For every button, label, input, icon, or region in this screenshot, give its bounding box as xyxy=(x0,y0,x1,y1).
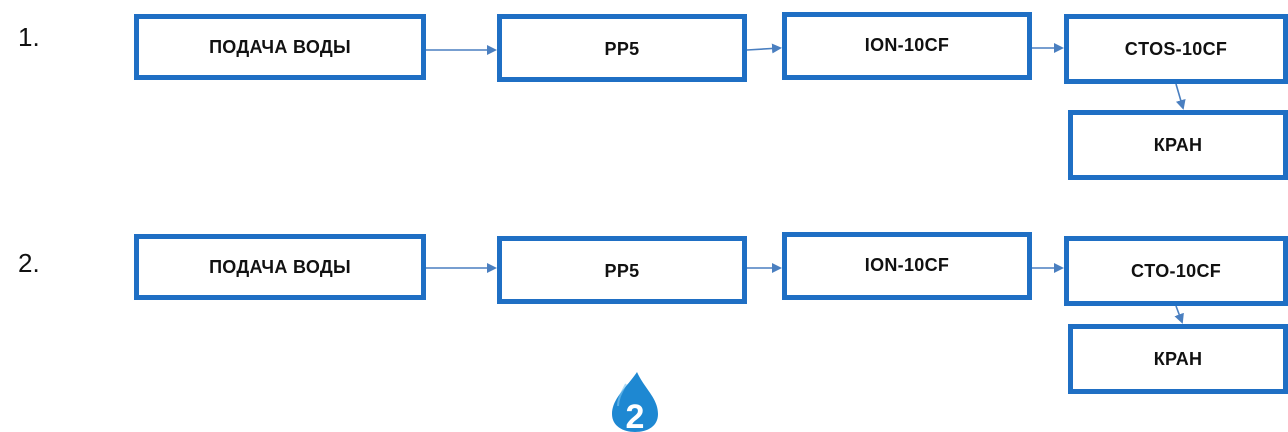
arrow-cto-to-kran-2 xyxy=(1174,305,1184,324)
node-water-supply-2: ПОДАЧА ВОДЫ xyxy=(134,234,426,300)
node-ion-10cf-2: ION-10CF xyxy=(782,232,1032,300)
node-kran-1: КРАН xyxy=(1068,110,1288,180)
node-ion-10cf-1: ION-10CF xyxy=(782,12,1032,80)
node-pp5-2: PP5 xyxy=(497,236,747,304)
node-ctos-10cf-1: CTOS-10CF xyxy=(1064,14,1288,84)
water-drop-icon: 2 xyxy=(612,372,658,432)
row-2-number: 2. xyxy=(18,248,40,278)
arrow-pp5-to-ion-1 xyxy=(746,43,782,54)
row-1-number: 1. xyxy=(18,22,40,52)
node-pp5-1: PP5 xyxy=(497,14,747,82)
drop-number: 2 xyxy=(626,398,645,432)
node-water-supply-1: ПОДАЧА ВОДЫ xyxy=(134,14,426,80)
node-cto-10cf-2: CTO-10CF xyxy=(1064,236,1288,306)
node-kran-2: КРАН xyxy=(1068,324,1288,394)
arrow-ctos-to-kran-1 xyxy=(1175,83,1186,110)
